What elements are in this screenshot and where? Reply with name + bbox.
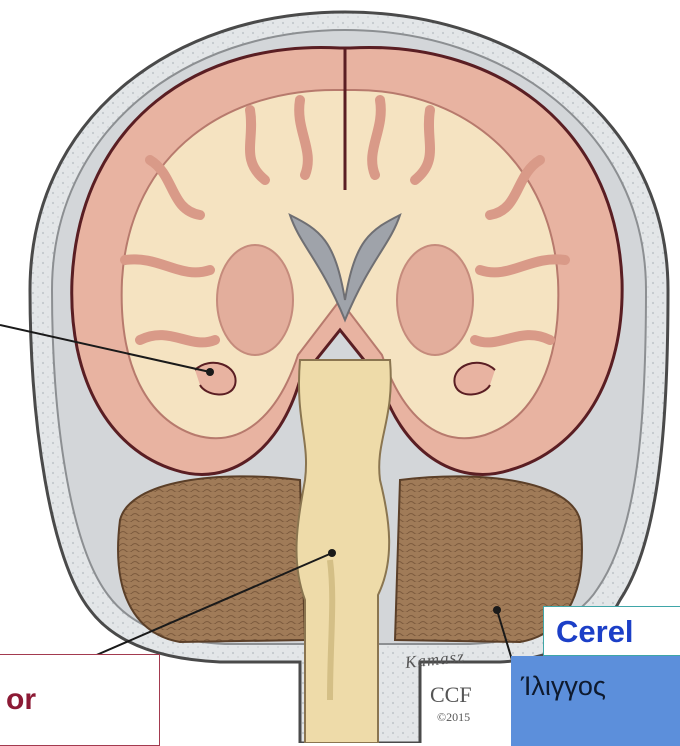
brainstem-label: s or [0, 654, 160, 746]
brainstem [296, 360, 390, 743]
cerebellum-label: Cerel [543, 606, 680, 656]
ccf-mark: CCF [430, 682, 472, 708]
copyright-year: ©2015 [437, 710, 470, 725]
vertigo-label: Ίλιγγος [511, 656, 680, 746]
